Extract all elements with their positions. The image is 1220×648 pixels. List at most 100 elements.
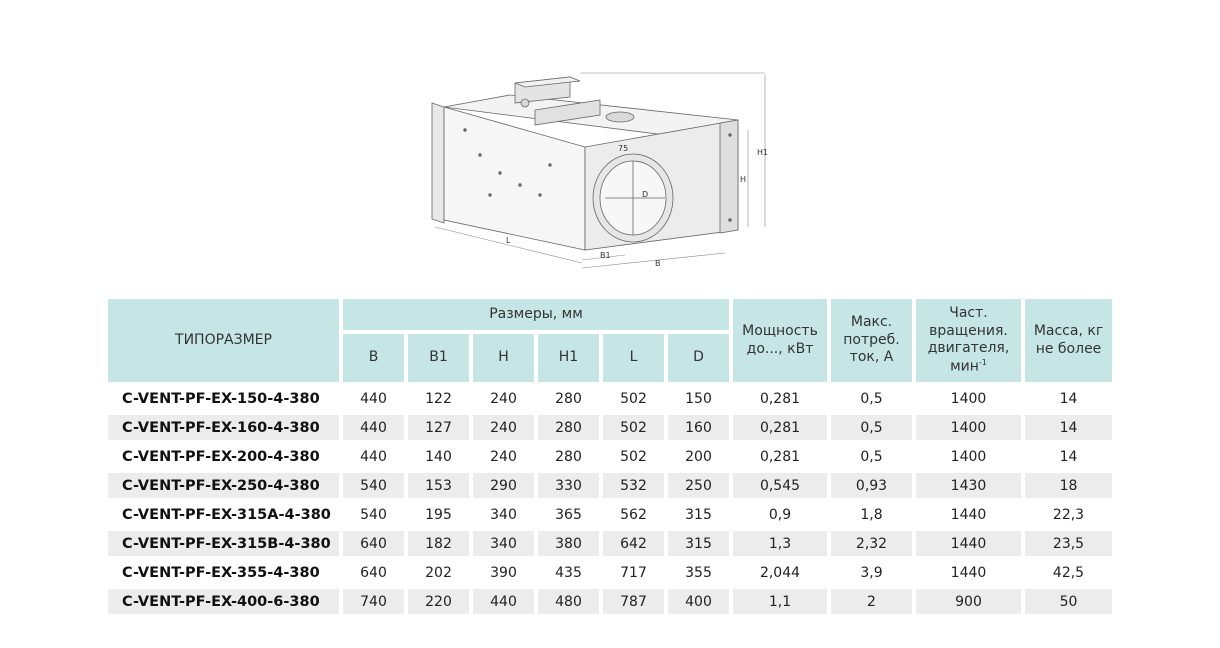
cell-b: 440	[343, 415, 404, 440]
cell-mass: 42,5	[1052, 564, 1085, 581]
table-row: C-VENT-PF-EX-400-6-380 740 220 440 480 7…	[108, 589, 1112, 614]
cell-mass: 14	[1025, 415, 1112, 440]
cell-mass: 23,5	[1025, 531, 1112, 556]
cell-b: 540	[360, 506, 387, 523]
cell-speed: 1400	[950, 448, 987, 465]
dim-label-b1: B1	[600, 251, 611, 260]
cell-power: 0,9	[768, 506, 792, 523]
table-row: C-VENT-PF-EX-315A-4-380 540 195 340 365 …	[108, 502, 1112, 527]
cell-h: 340	[473, 531, 534, 556]
table-row: C-VENT-PF-EX-315B-4-380 640 182 340 380 …	[108, 531, 1112, 556]
cell-mass: 14	[1059, 390, 1078, 407]
header-dim-d: D	[668, 334, 729, 382]
cell-power: 0,545	[733, 473, 827, 498]
header-dim-h1: H1	[538, 334, 599, 382]
cell-model: C-VENT-PF-EX-400-6-380	[108, 589, 339, 614]
cell-current: 2	[831, 589, 912, 614]
cell-h: 290	[473, 473, 534, 498]
cell-current: 0,5	[860, 448, 883, 465]
cell-d: 200	[685, 448, 712, 465]
cell-b: 540	[343, 473, 404, 498]
table-header: ТИПОРАЗМЕР Размеры, мм Мощность до..., к…	[108, 299, 1112, 382]
cell-b: 740	[343, 589, 404, 614]
cell-current: 0,93	[831, 473, 912, 498]
cell-model: C-VENT-PF-EX-150-4-380	[122, 390, 320, 407]
cell-power: 1,3	[733, 531, 827, 556]
header-mass: Масса, кг не более	[1025, 299, 1112, 382]
header-model: ТИПОРАЗМЕР	[108, 299, 339, 382]
cell-h1: 330	[538, 473, 599, 498]
cell-d: 315	[685, 506, 712, 523]
cell-b1: 182	[408, 531, 469, 556]
cell-current: 0,5	[831, 415, 912, 440]
dim-line-b	[581, 252, 726, 269]
cell-l: 532	[603, 473, 664, 498]
cell-h1: 480	[538, 589, 599, 614]
cell-l: 642	[603, 531, 664, 556]
cell-l: 787	[603, 589, 664, 614]
cell-power: 0,281	[733, 415, 827, 440]
cell-b1: 195	[425, 506, 452, 523]
header-dimensions-group: Размеры, мм	[343, 299, 729, 330]
cell-d: 150	[685, 390, 712, 407]
cell-d: 400	[668, 589, 729, 614]
cell-model: C-VENT-PF-EX-315B-4-380	[108, 531, 339, 556]
dim-line-l	[434, 226, 583, 264]
cell-h: 340	[490, 506, 517, 523]
cell-power: 0,281	[759, 390, 801, 407]
dim-line-b1	[581, 254, 626, 261]
cell-b1: 140	[425, 448, 452, 465]
cell-l: 502	[620, 448, 647, 465]
cell-mass: 22,3	[1052, 506, 1085, 523]
cell-power: 2,044	[759, 564, 801, 581]
cell-model: C-VENT-PF-EX-200-4-380	[122, 448, 320, 465]
header-current: Макс. потреб. ток, А	[831, 299, 912, 382]
cell-power: 1,1	[733, 589, 827, 614]
cell-l: 502	[603, 415, 664, 440]
cell-speed: 1400	[916, 415, 1021, 440]
cell-h1: 280	[555, 448, 582, 465]
dim-label-b: B	[655, 259, 661, 268]
cell-d: 315	[668, 531, 729, 556]
fan-drawing-svg: L B1 B H H1 D 75	[431, 72, 768, 269]
spec-table: ТИПОРАЗМЕР Размеры, мм Мощность до..., к…	[104, 295, 1116, 618]
cell-speed: 1440	[950, 506, 987, 523]
cell-mass: 18	[1025, 473, 1112, 498]
header-speed: Част. вращения. двигателя, мин-1	[916, 299, 1021, 382]
cell-h1: 280	[555, 390, 582, 407]
dim-label-angle: 75	[618, 144, 628, 153]
cell-mass: 50	[1025, 589, 1112, 614]
fan-technical-drawing: L B1 B H H1 D 75	[420, 55, 780, 290]
header-dim-h: H	[473, 334, 534, 382]
table-row: C-VENT-PF-EX-150-4-380 440 122 240 280 5…	[108, 386, 1112, 411]
cell-b1: 122	[425, 390, 452, 407]
cell-current: 3,9	[860, 564, 883, 581]
cell-h1: 435	[555, 564, 582, 581]
cell-b1: 127	[408, 415, 469, 440]
cell-h: 240	[490, 390, 517, 407]
cell-l: 717	[620, 564, 647, 581]
cell-b: 640	[343, 531, 404, 556]
table-row: C-VENT-PF-EX-160-4-380 440 127 240 280 5…	[108, 415, 1112, 440]
cell-current: 1,8	[860, 506, 883, 523]
header-dim-l: L	[603, 334, 664, 382]
cell-power: 0,281	[759, 448, 801, 465]
cell-h: 440	[473, 589, 534, 614]
cell-h1: 365	[555, 506, 582, 523]
dim-label-h: H	[740, 175, 746, 184]
header-power: Мощность до..., кВт	[733, 299, 827, 382]
cell-speed: 900	[916, 589, 1021, 614]
header-speed-sup: -1	[978, 357, 987, 367]
dim-label-l: L	[506, 236, 511, 245]
left-flange	[431, 102, 445, 224]
cell-speed: 1430	[916, 473, 1021, 498]
cell-b: 440	[360, 448, 387, 465]
table-row: C-VENT-PF-EX-250-4-380 540 153 290 330 5…	[108, 473, 1112, 498]
cell-b1: 220	[408, 589, 469, 614]
cell-current: 2,32	[831, 531, 912, 556]
cell-l: 502	[620, 390, 647, 407]
cell-speed: 1440	[916, 531, 1021, 556]
cell-model: C-VENT-PF-EX-160-4-380	[108, 415, 339, 440]
cell-mass: 14	[1059, 448, 1078, 465]
cell-current: 0,5	[860, 390, 883, 407]
